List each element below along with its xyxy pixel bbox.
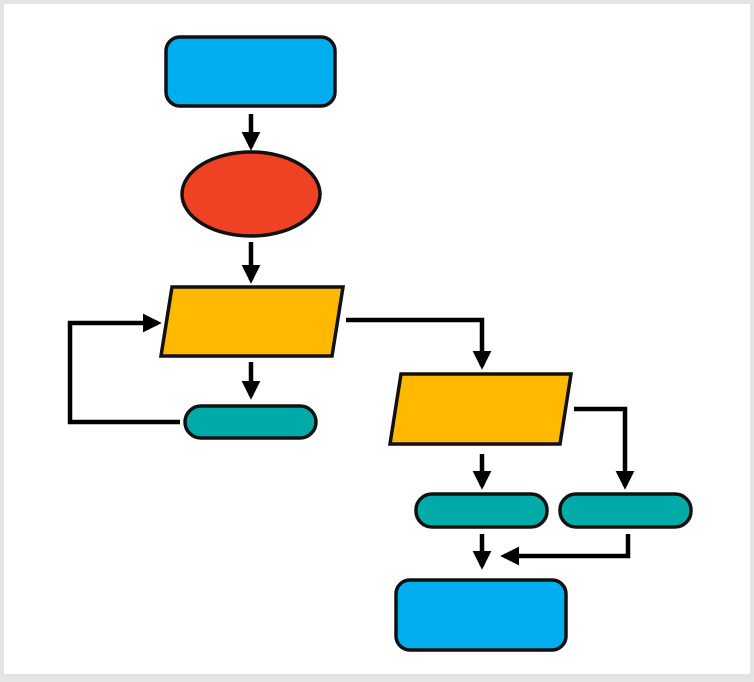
connectors: [67, 114, 635, 570]
input-parallelogram-2: [387, 372, 574, 446]
edge-branch-right-to-end: [500, 534, 631, 566]
branch-left-pill: [414, 492, 549, 529]
end-box: [394, 578, 568, 652]
edge-loop-step-to-input-1: [67, 313, 180, 425]
loop-step-pill: [183, 404, 318, 440]
edge-input-1-to-input-2: [346, 317, 492, 370]
flowchart: [67, 35, 693, 652]
process-ellipse: [180, 150, 322, 238]
start-box: [164, 35, 337, 108]
edge-input-2-to-branch-right: [574, 406, 635, 490]
input-parallelogram-1: [158, 285, 346, 358]
branch-right-pill: [558, 492, 693, 529]
nodes: [158, 35, 693, 652]
